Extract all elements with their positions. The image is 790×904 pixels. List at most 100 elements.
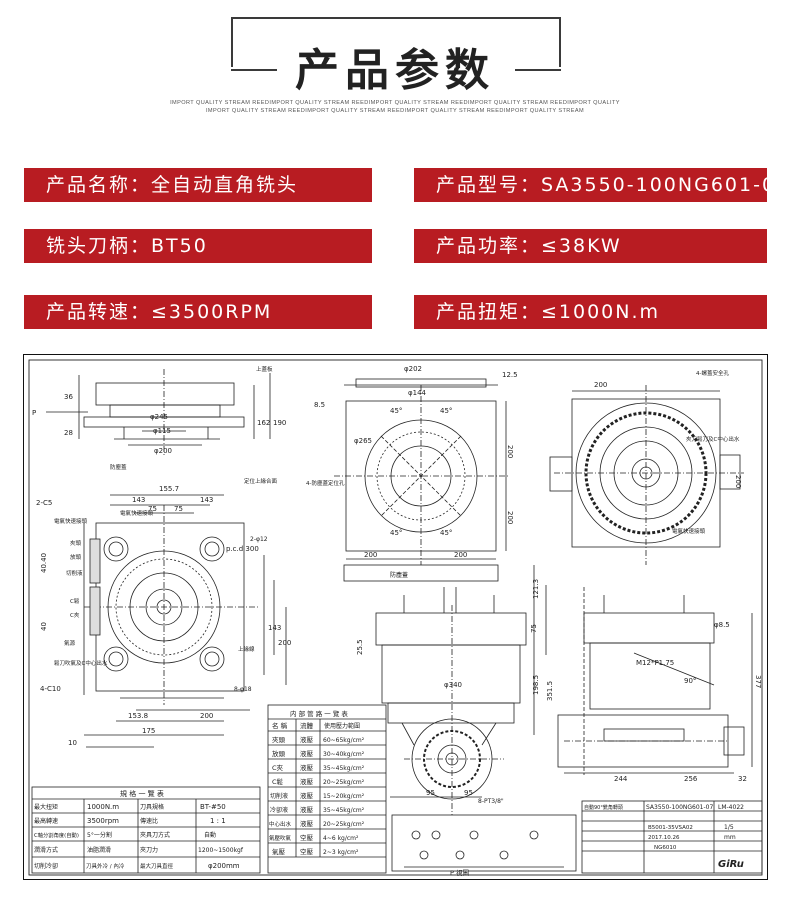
dim-351-5: 351.5 <box>546 681 554 701</box>
dim-200: 200 <box>200 712 213 720</box>
pipe-header-name: 名 稱 <box>272 721 288 730</box>
pipe-r6-c2: 20~25kg/cm² <box>323 821 365 828</box>
title-block-part-no2: NG6010 <box>654 845 677 851</box>
dim-2-phi12: 2-φ12 <box>250 536 268 543</box>
dim-175: 175 <box>142 727 155 735</box>
callout-dust-cover-holes: 4-防塵蓋定位孔 <box>306 479 345 487</box>
page-title: 产品参数 <box>295 45 495 96</box>
angle-45-a: 45° <box>390 407 402 415</box>
callout-dust-cover: 防塵蓋 <box>110 463 127 471</box>
callout-top-line: 上緣線 <box>238 645 255 653</box>
pipe-table-text: 内 部 管 路 一 覽 表 名 稱 流體 使用壓力範圍 夾頭 液壓 60~65k… <box>269 709 365 856</box>
dim-8-pt3-8: 8-PT3/8" <box>478 798 504 805</box>
dim-200-v: 200 <box>278 639 291 647</box>
inner-border <box>28 359 763 876</box>
dim-143-b: 143 <box>200 496 213 504</box>
dim-phi200: φ200 <box>154 447 172 455</box>
param-power: 产品功率：≤38KW <box>414 229 767 263</box>
pipe-r2-c0: C夾 <box>272 764 284 772</box>
pipe-r7-c0: 氣壓吹氣 <box>269 834 292 842</box>
callout-quick-connector: 電氣快速接頭 <box>54 517 88 525</box>
callout-air-blow-center: 鬆刀吹氣及C中心出水 <box>54 659 108 667</box>
dim-143-v: 143 <box>268 624 281 632</box>
pipe-r5-c1: 液壓 <box>300 805 314 814</box>
dim-12-5: 12.5 <box>502 371 518 379</box>
dim-200-c: 200 <box>506 445 514 458</box>
dim-phi8-5: φ8.5 <box>714 621 730 629</box>
title-block-drawing-no: LM-4022 <box>718 804 744 811</box>
pipe-r3-c1: 液壓 <box>300 777 314 786</box>
callout-dust-cover-bottom: 防塵蓋 <box>390 571 408 579</box>
side-elevation-labels: 121.3 25.5 75 φ340 198.5 351.5 95 95 8-P… <box>356 579 554 805</box>
port-c-clamp: C夾 <box>70 612 80 619</box>
callout-electrical-connector: 電氣快速接頭 <box>120 509 154 517</box>
plan-view <box>83 494 287 748</box>
front-elevation-labels: P 36 28 φ245 φ115 φ200 162 190 上蓋板 防塵蓋 定… <box>32 365 286 485</box>
dim-200-side: 200 <box>734 475 742 488</box>
spec-r1-c2: 傳速比 <box>140 817 158 825</box>
dim-8-phi18: 8-φ18 <box>234 686 252 693</box>
pipe-r4-c2: 15~20kg/cm² <box>323 793 365 800</box>
spec-table <box>31 786 261 874</box>
dim-190: 190 <box>273 419 286 427</box>
pipe-r2-c1: 液壓 <box>300 763 314 772</box>
frame-corner-right <box>515 69 561 71</box>
callout-safety-hole: 4-螺蓋安全孔 <box>696 369 729 377</box>
dim-95-a: 95 <box>426 789 435 797</box>
port-coolant: 切削液 <box>66 569 83 577</box>
right-elevation-labels: φ8.5 M12*P1.75 90° 377 244 256 32 <box>614 621 762 783</box>
dim-200-d: 200 <box>506 511 514 524</box>
pipe-r5-c0: 冷卻液 <box>270 806 288 814</box>
plate-top-labels: φ202 φ144 φ265 45° 45° 45° 45° 200 200 2… <box>306 365 518 579</box>
dim-75-a: 75 <box>148 505 157 513</box>
spec-r3-c1: 油脂潤滑 <box>87 846 111 854</box>
spec-r2-c1: 5°一分割 <box>87 831 112 839</box>
pipe-table-title: 内 部 管 路 一 覽 表 <box>290 709 348 718</box>
param-speed: 产品转速：≤3500RPM <box>24 295 372 329</box>
dim-40-40-b: 40 <box>40 622 48 631</box>
spec-r1-c3: 1 : 1 <box>210 817 226 825</box>
pipe-r1-c2: 30~40kg/cm² <box>323 751 365 758</box>
pipe-r3-c0: C鬆 <box>272 777 284 786</box>
arrow-p-label: P <box>32 409 36 417</box>
drawing-svg: P 36 28 φ245 φ115 φ200 162 190 上蓋板 防塵蓋 定… <box>28 359 763 877</box>
param-tool-holder: 铣头刀柄：BT50 <box>24 229 372 263</box>
spec-r2-c3: 自動 <box>204 831 216 839</box>
spec-r3-c3: 1200~1500kgf <box>198 847 244 854</box>
p-view-label: P 視圖 <box>450 868 469 877</box>
dim-143-a: 143 <box>132 496 145 504</box>
dim-m12: M12*P1.75 <box>636 659 674 667</box>
pipe-r3-c2: 20~25kg/cm² <box>323 779 365 786</box>
spec-r4-c3: φ200mm <box>208 862 240 870</box>
side-elevation <box>375 565 547 815</box>
title-frame <box>231 17 561 95</box>
title-block-date: 2017.10.26 <box>648 835 680 841</box>
p-view-labels: P 視圖 <box>450 868 469 877</box>
pipe-r0-c1: 液壓 <box>300 735 314 744</box>
dim-155-7: 155.7 <box>159 485 179 493</box>
param-product-name: 产品名称：全自动直角铣头 <box>24 168 372 202</box>
dim-36: 36 <box>64 393 73 401</box>
head-top-labels: 200 200 4-螺蓋安全孔 夾刀鬆刀及C中心出水 電氣快速接頭 <box>594 369 742 535</box>
port-clamp: 夾頭 <box>70 540 82 547</box>
head-top-view <box>549 385 744 565</box>
pipe-r5-c2: 35~45kg/cm² <box>323 807 365 814</box>
dim-40-40-a: 40.40 <box>40 553 48 573</box>
subtitle-line-2: IMPORT QUALITY STREAM REEDIMPORT QUALITY… <box>205 108 585 114</box>
angle-45-b: 45° <box>440 407 452 415</box>
spec-r4-c0: 切削冷卻 <box>34 862 58 870</box>
dim-2-c5: 2-C5 <box>36 499 52 507</box>
pipe-r7-c1: 空壓 <box>300 833 314 842</box>
dim-200-a: 200 <box>364 551 377 559</box>
dim-phi265: φ265 <box>354 437 372 445</box>
dim-phi115: φ115 <box>153 427 171 435</box>
dim-pcd300: p.c.d 300 <box>226 545 259 553</box>
right-elevation <box>557 587 753 775</box>
port-c-release: C鬆 <box>70 597 80 605</box>
pipe-r8-c1: 空壓 <box>300 847 314 856</box>
port-release: 放頭 <box>70 553 82 561</box>
pipe-header-fluid: 流體 <box>300 721 314 730</box>
dim-phi245: φ245 <box>150 413 168 421</box>
spec-r2-c2: 夾具刀方式 <box>140 831 170 839</box>
title-block-part-no: B5001-35VSA02 <box>648 825 693 831</box>
